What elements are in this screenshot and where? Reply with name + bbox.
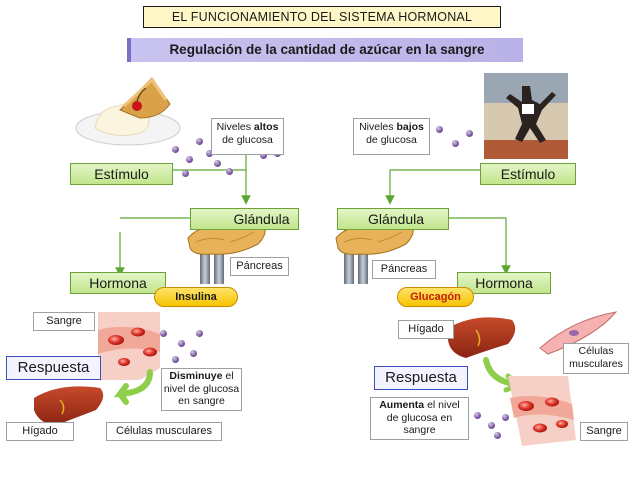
glucose-molecule-icon (466, 130, 473, 137)
right-muscle-cells-line2: musculares (569, 357, 623, 370)
glucose-molecule-icon (436, 126, 443, 133)
left-muscle-cells-label: Células musculares (106, 422, 222, 441)
right-liver-label: Hígado (398, 320, 454, 339)
cake-image (75, 77, 181, 146)
left-response-line3: en sangre (178, 395, 225, 407)
right-response-line1: el nivel (424, 399, 460, 411)
glucose-molecule-icon (160, 330, 167, 337)
glucose-molecule-icon (206, 150, 213, 157)
athlete-image (484, 73, 568, 159)
left-levels-note: Niveles altos de glucosa (211, 118, 284, 155)
pancreas-left (187, 212, 266, 284)
left-levels-bold: altos (253, 121, 279, 133)
glucose-molecule-icon (172, 146, 179, 153)
blood-vessel-left (98, 312, 160, 380)
glucose-molecule-icon (172, 356, 179, 363)
glucose-molecule-icon (452, 140, 459, 147)
glucose-molecule-icon (178, 340, 185, 347)
page-title: EL FUNCIONAMIENTO DEL SISTEMA HORMONAL (143, 6, 501, 28)
glucose-molecule-icon (494, 432, 501, 439)
glucose-molecule-icon (226, 168, 233, 175)
page-subtitle: Regulación de la cantidad de azúcar en l… (127, 38, 523, 62)
left-levels-suffix: de glucosa (222, 133, 273, 146)
glucose-molecule-icon (190, 350, 197, 357)
insulin-pill: Insulina (154, 287, 238, 307)
blood-vessel-right (508, 376, 576, 446)
glucose-molecule-icon (186, 156, 193, 163)
glucose-molecule-icon (260, 152, 267, 159)
glucose-molecule-icon (474, 412, 481, 419)
right-levels-suffix: de glucosa (366, 133, 417, 146)
glucose-molecule-icon (214, 160, 221, 167)
left-stimulus-box: Estímulo (70, 163, 173, 185)
right-response-bold: Aumenta (379, 399, 425, 411)
left-gland-box: Glándula (190, 208, 299, 230)
right-levels-note: Niveles bajos de glucosa (353, 118, 430, 155)
left-blood-label: Sangre (33, 312, 95, 331)
right-muscle-cells-line1: Células (578, 345, 614, 357)
left-response-line1: el (222, 370, 234, 382)
right-response-box: Respuesta (374, 366, 468, 390)
left-response-box: Respuesta (6, 356, 101, 380)
right-gland-box: Glándula (337, 208, 449, 230)
right-muscle-cells-label: Células musculares (563, 343, 629, 374)
glucose-molecule-icon (488, 422, 495, 429)
right-levels-prefix: Niveles (359, 121, 397, 133)
right-stimulus-box: Estímulo (480, 163, 576, 185)
left-response-bold: Disminuye (169, 370, 223, 382)
left-levels-prefix: Niveles (216, 121, 254, 133)
left-response-line2: nivel de glucosa (163, 382, 240, 395)
glucose-molecule-icon (502, 414, 509, 421)
left-response-note: Disminuye el nivel de glucosa en sangre (161, 368, 242, 411)
left-liver-label: Hígado (6, 422, 74, 441)
right-gland-label: Glándula (367, 211, 425, 227)
right-hormone-box: Hormona (457, 272, 551, 294)
glucagon-pill: Glucagón (397, 287, 474, 307)
right-blood-label: Sangre (580, 422, 628, 441)
pancreas-right (335, 212, 414, 284)
liver-right (448, 317, 516, 358)
left-hormone-box: Hormona (70, 272, 166, 294)
left-pancreas-label: Páncreas (230, 257, 289, 276)
glucose-molecule-icon (182, 170, 189, 177)
right-response-line2: de glucosa en (386, 411, 453, 424)
glucose-molecule-icon (196, 330, 203, 337)
liver-left (34, 386, 104, 426)
right-response-line3: sangre (403, 424, 436, 436)
right-pancreas-label: Páncreas (372, 260, 436, 279)
right-levels-bold: bajos (396, 121, 424, 133)
left-gland-label: Glándula (233, 211, 290, 227)
glucose-molecule-icon (196, 138, 203, 145)
right-response-note: Aumenta el nivel de glucosa en sangre (370, 397, 469, 440)
